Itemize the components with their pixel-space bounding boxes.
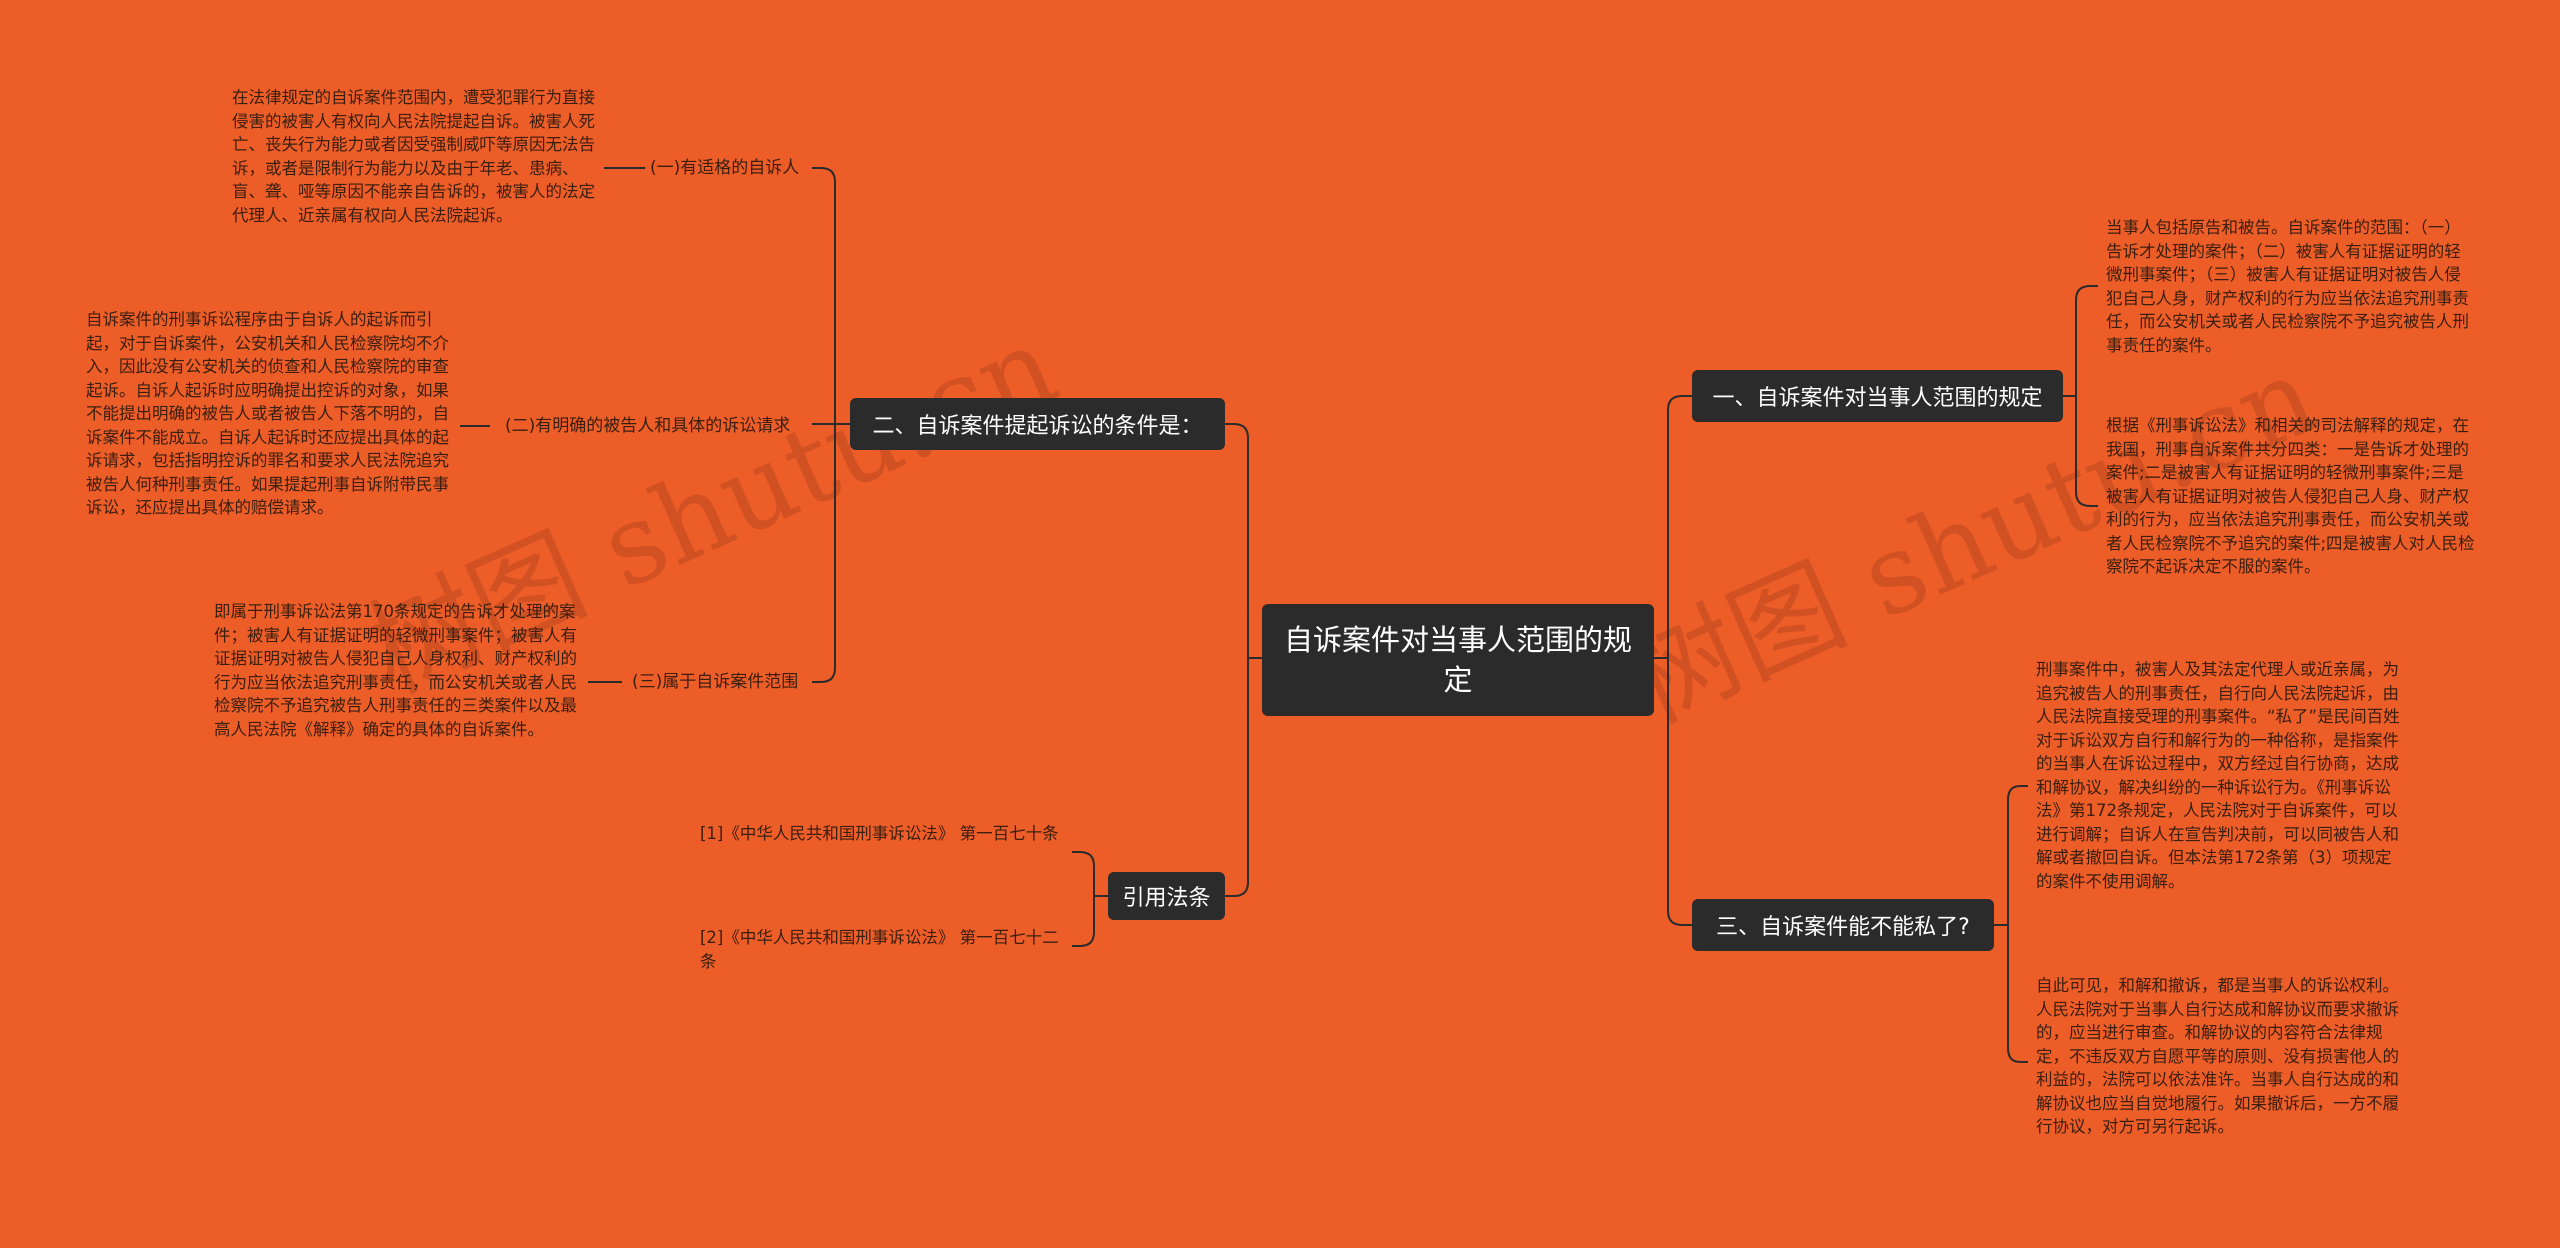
condition-within-scope[interactable]: (三)属于自诉案件范围 xyxy=(632,672,799,692)
party-scope-paragraph-1: 当事人包括原告和被告。自诉案件的范围：（一）告诉才处理的案件；（二）被害人有证据… xyxy=(2106,218,2469,355)
cited-statute-1[interactable]: [1]《中华人民共和国刑事诉讼法》 第一百七十条 xyxy=(700,824,1059,843)
center-topic[interactable]: 自诉案件对当事人范围的规定 xyxy=(1262,604,1654,716)
condition-qualified-plaintiff[interactable]: (一)有适格的自诉人 xyxy=(650,158,800,178)
private-settlement-paragraph-2: 自此可见，和解和撤诉，都是当事人的诉讼权利。人民法院对于当事人自行达成和解协议而… xyxy=(2036,976,2399,1136)
condition-defendant-and-claim-text: 自诉案件的刑事诉讼程序由于自诉人的起诉而引起，对于自诉案件，公安机关和人民检察院… xyxy=(86,310,449,517)
branch-cited-statutes[interactable]: 引用法条 xyxy=(1108,872,1225,920)
cited-statute-2[interactable]: [2]《中华人民共和国刑事诉讼法》 第一百七十二条 xyxy=(700,928,1059,971)
branch-private-settlement[interactable]: 三、自诉案件能不能私了? xyxy=(1692,899,1994,951)
center-topic-label: 自诉案件对当事人范围的规定 xyxy=(1283,623,1632,697)
condition-qualified-plaintiff-text: 在法律规定的自诉案件范围内，遭受犯罪行为直接侵害的被害人有权向人民法院提起自诉。… xyxy=(232,88,595,225)
branch-filing-conditions[interactable]: 二、自诉案件提起诉讼的条件是： xyxy=(850,398,1225,450)
condition-defendant-and-claim[interactable]: (二)有明确的被告人和具体的诉讼请求 xyxy=(505,416,791,436)
private-settlement-paragraph-1: 刑事案件中，被害人及其法定代理人或近亲属，为追究被告人的刑事责任，自行向人民法院… xyxy=(2036,660,2400,891)
condition-within-scope-text: 即属于刑事诉讼法第170条规定的告诉才处理的案件；被害人有证据证明的轻微刑事案件… xyxy=(214,602,577,739)
branch-filing-conditions-label: 二、自诉案件提起诉讼的条件是： xyxy=(872,414,1203,439)
branch-private-settlement-label: 三、自诉案件能不能私了? xyxy=(1716,915,1970,940)
branch-party-scope-label: 一、自诉案件对当事人范围的规定 xyxy=(1712,386,2043,411)
party-scope-paragraph-2: 根据《刑事诉讼法》和相关的司法解释的规定，在我国，刑事自诉案件共分四类：一是告诉… xyxy=(2106,416,2475,576)
branch-cited-statutes-label: 引用法条 xyxy=(1122,886,1211,911)
branch-party-scope[interactable]: 一、自诉案件对当事人范围的规定 xyxy=(1692,370,2063,422)
